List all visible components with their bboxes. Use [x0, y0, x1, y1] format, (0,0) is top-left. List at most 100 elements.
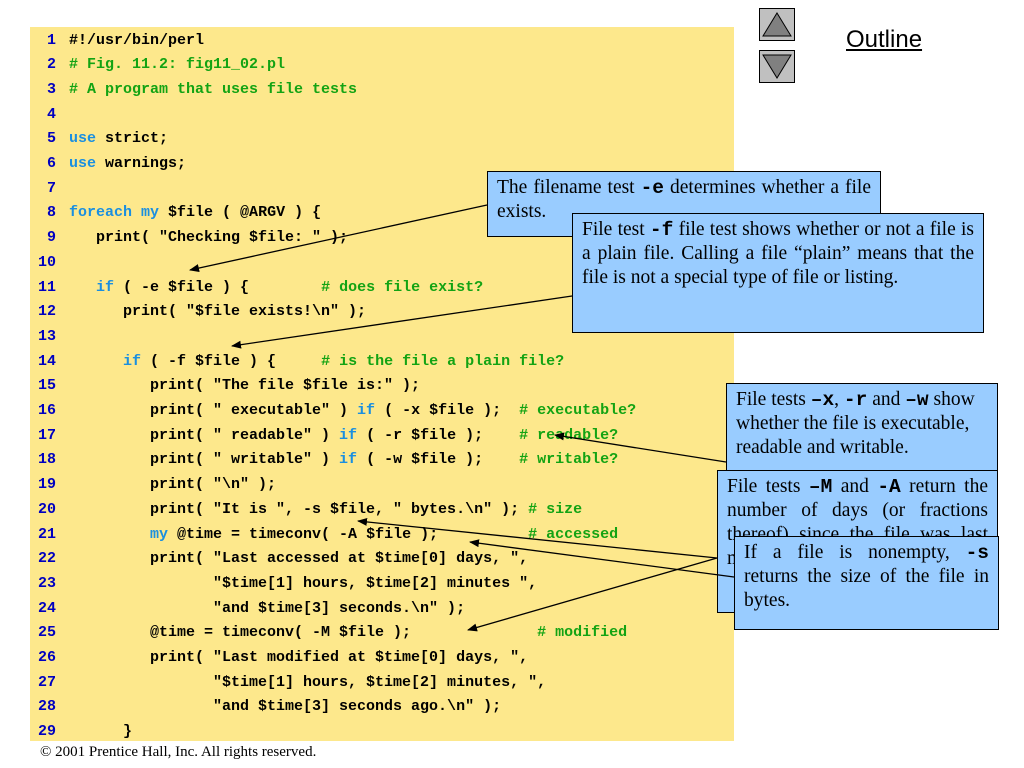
code-listing: 1 #!/usr/bin/perl 2 # Fig. 11.2: fig11_02.p…	[30, 27, 734, 741]
callout-text: File test	[582, 219, 650, 240]
callout-f-test: File test -f file test shows whether or …	[572, 213, 984, 333]
code-text: "and $time[3] seconds.\n" );	[69, 597, 465, 622]
line-number: 13	[37, 327, 56, 345]
code-keyword: foreach	[69, 204, 133, 222]
code-line: 13	[30, 325, 734, 350]
code-line: 23 "$time[1] hours, $time[2] minutes ",	[30, 572, 734, 597]
code-text: if ( -e $file ) { # does file exist?	[69, 276, 483, 301]
code-text: }	[69, 720, 132, 745]
code-comment: # modified	[537, 624, 628, 642]
code-comment: # is the file a plain file?	[321, 352, 565, 370]
code-line: 4	[30, 103, 734, 128]
code-text: print( "Last modified at $time[0] days, …	[69, 646, 528, 671]
code-text: # A program that uses file tests	[69, 78, 357, 103]
line-number: 11	[37, 278, 56, 296]
code-token: print( "\n" );	[69, 476, 277, 494]
callout-text: The filename test	[497, 177, 641, 198]
code-token: "and $time[3] seconds.\n" );	[69, 599, 466, 617]
code-keyword: if	[357, 402, 376, 419]
code-token: @time = timeconv( -A $file );	[168, 525, 529, 543]
code-token: print( "It is ", -s $file, " bytes.\n" )…	[69, 500, 529, 518]
code-token	[69, 353, 123, 370]
code-keyword: if	[96, 278, 115, 296]
code-token: "$time[1] hours, $time[2] minutes ",	[69, 574, 538, 592]
code-comment: # Fig. 11.2: fig11_02.pl	[69, 56, 286, 74]
code-text: #!/usr/bin/perl	[69, 29, 204, 54]
line-number: 24	[37, 599, 56, 617]
line-number: 23	[37, 574, 56, 592]
code-token: print( " executable" )	[69, 402, 358, 419]
code-comment: # does file exist?	[321, 278, 484, 296]
code-token: ( -x $file );	[375, 402, 520, 419]
code-token	[69, 526, 150, 543]
code-token: @time = timeconv( -M $file );	[69, 624, 538, 642]
callout-text: File tests	[736, 389, 811, 410]
code-text: # Fig. 11.2: fig11_02.pl	[69, 53, 285, 78]
line-number: 22	[37, 550, 56, 568]
code-text: print( "The file $file is:" );	[69, 374, 420, 399]
callout-text: If a file is nonempty,	[744, 542, 966, 563]
code-token: print( "Last accessed at $time[0] days, …	[69, 550, 529, 568]
line-number: 5	[46, 130, 56, 148]
line-number: 27	[37, 673, 56, 691]
callout-code: -A	[877, 476, 901, 498]
line-number: 26	[37, 649, 56, 666]
code-token: print( " readable" )	[69, 426, 340, 444]
code-line: 28 "and $time[3] seconds ago.\n" );	[30, 695, 734, 720]
code-token: ( -w $file );	[357, 451, 520, 469]
callout-code: –x	[810, 389, 835, 411]
line-number: 2	[46, 56, 56, 74]
callout-text: File tests	[727, 476, 809, 497]
line-number: 8	[46, 204, 56, 222]
code-keyword: if	[339, 426, 358, 444]
code-line: 1 #!/usr/bin/perl	[30, 29, 734, 54]
code-keyword: if	[123, 352, 142, 370]
next-slide-button[interactable]	[759, 50, 795, 83]
line-number: 17	[37, 426, 56, 444]
callout-text: determines whether a file exists.	[497, 177, 872, 222]
code-text: print( "Checking $file: " );	[69, 226, 348, 251]
code-text: print( "It is ", -s $file, " bytes.\n" )…	[69, 498, 582, 523]
outline-link[interactable]: Outline	[846, 26, 923, 53]
line-number: 12	[37, 303, 56, 321]
line-number: 25	[37, 624, 56, 642]
code-line: 22 print( "Last accessed at $time[0] day…	[30, 547, 734, 572]
code-token: print( " writable" )	[69, 451, 340, 469]
callout-text: and	[832, 476, 878, 497]
code-comment: # accessed	[528, 525, 619, 543]
code-token: ( -e $file ) {	[114, 278, 322, 296]
line-number: 9	[46, 229, 56, 247]
code-token	[132, 204, 141, 221]
code-line: 20 print( "It is ", -s $file, " bytes.\n…	[30, 498, 734, 523]
callout-code: –M	[808, 476, 833, 498]
line-number: 21	[37, 525, 56, 543]
code-token: warnings;	[96, 155, 187, 172]
code-line: 27 "$time[1] hours, $time[2] minutes, ",	[30, 671, 734, 696]
code-line: 16 print( " executable" ) if ( -x $file …	[30, 399, 734, 424]
code-token: $file ( @ARGV ) {	[159, 204, 322, 222]
code-token: "$time[1] hours, $time[2] minutes, ",	[69, 673, 547, 691]
code-token: ( -f $file ) {	[141, 352, 322, 370]
line-number: 1	[46, 31, 56, 49]
code-comment: # readable?	[519, 426, 619, 444]
code-token: print( "Checking $file: " );	[69, 229, 349, 247]
code-text: print( " writable" ) if ( -w $file ); # …	[69, 448, 618, 473]
callout-code: -e	[640, 177, 665, 199]
code-line: 10	[30, 251, 734, 276]
callout-code: -r	[843, 389, 868, 411]
code-text: print( " executable" ) if ( -x $file ); …	[69, 399, 636, 424]
previous-slide-button[interactable]	[759, 8, 795, 41]
line-number: 4	[46, 105, 56, 123]
copyright-footer: © 2001 Prentice Hall, Inc. All rights re…	[40, 744, 317, 760]
code-text: print( "$file exists!\n" );	[69, 300, 366, 325]
line-number: 20	[37, 500, 56, 518]
callout-text: and	[867, 389, 906, 410]
code-line: 14 if ( -f $file ) { # is the file a pla…	[30, 350, 734, 375]
callout-code: –w	[905, 389, 929, 411]
code-token: print( "Last modified at $time[0] days, …	[69, 649, 529, 666]
line-number: 19	[37, 476, 56, 494]
callout-text: returns the size of the file in bytes.	[744, 566, 989, 611]
code-token: ( -r $file );	[357, 426, 520, 444]
line-number: 29	[37, 723, 56, 741]
code-text: print( "\n" );	[69, 473, 276, 498]
